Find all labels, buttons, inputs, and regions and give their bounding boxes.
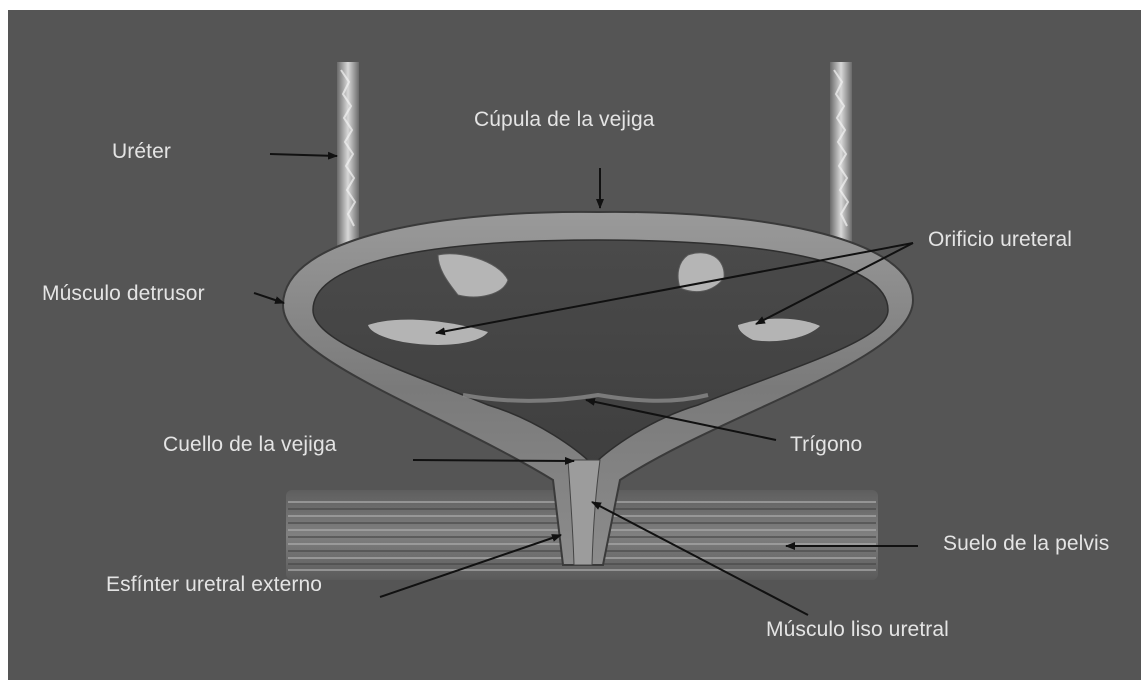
label-ureter: Uréter [112, 140, 171, 164]
arrow-bladder-neck [413, 460, 574, 461]
diagram-canvas: Uréter Cúpula de la vejiga Orificio uret… [8, 10, 1141, 680]
label-external-urethral-sphincter: Esfínter uretral externo [106, 573, 322, 597]
label-detrusor-muscle: Músculo detrusor [42, 282, 205, 306]
label-bladder-dome: Cúpula de la vejiga [474, 108, 655, 132]
arrow-detrusor [254, 293, 284, 303]
label-ureteral-orifice: Orificio ureteral [928, 228, 1072, 252]
arrow-ureter [270, 154, 337, 156]
label-pelvic-floor: Suelo de la pelvis [943, 532, 1109, 556]
bladder-cavity [313, 240, 888, 465]
label-trigone: Trígono [790, 433, 862, 457]
label-bladder-neck: Cuello de la vejiga [163, 433, 337, 457]
label-urethral-smooth-muscle: Músculo liso uretral [766, 618, 949, 642]
